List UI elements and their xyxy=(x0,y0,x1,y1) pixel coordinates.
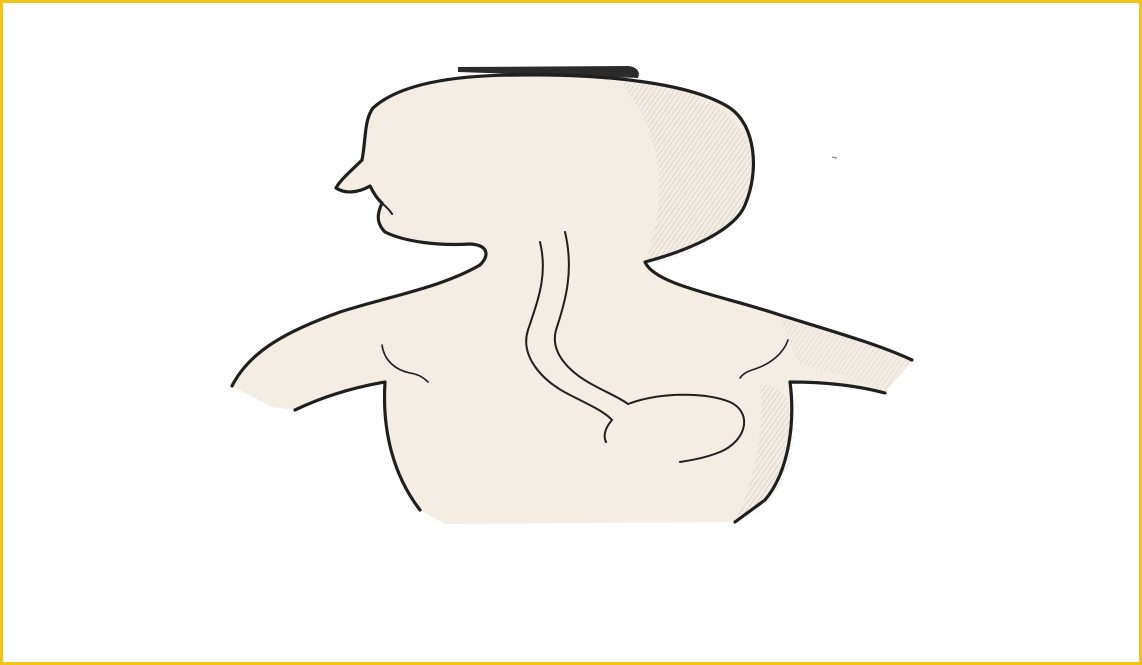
stray-mark xyxy=(832,157,837,158)
body-silhouette xyxy=(232,75,912,524)
